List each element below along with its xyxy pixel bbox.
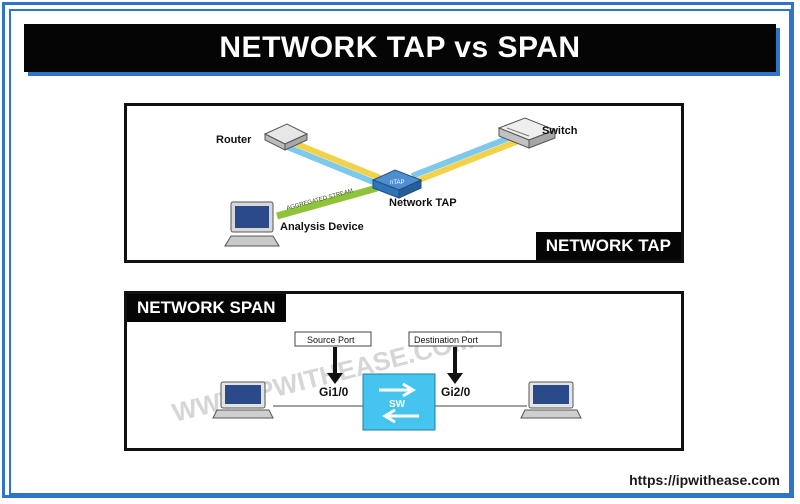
source-port-box xyxy=(294,331,372,347)
source-port-label: Source Port xyxy=(307,335,355,345)
tap-box-text: nTAP xyxy=(390,180,405,186)
destination-arrow-icon xyxy=(447,347,463,384)
span-diagram: WWW.IPWITHEASE.COM Source Port Destinati… xyxy=(169,324,582,431)
switch-to-tap-link xyxy=(410,131,523,185)
footer-url-link[interactable]: https://ipwithease.com xyxy=(629,472,780,488)
source-arrow-icon xyxy=(327,347,343,384)
network-span-badge: NETWORK SPAN xyxy=(127,294,286,322)
inner-frame xyxy=(9,9,791,495)
span-switch-icon: SW xyxy=(362,373,436,431)
router-to-tap-link xyxy=(278,135,387,189)
network-tap-icon: nTAP xyxy=(371,169,423,199)
network-tap-panel: AGGREGATED STREAM Router Switch nTAP Net… xyxy=(124,103,684,263)
span-switch-text: SW xyxy=(389,399,406,410)
switch-icon xyxy=(497,117,557,149)
outer-frame xyxy=(2,2,794,498)
left-laptop-icon xyxy=(212,381,274,419)
network-span-panel: WWW.IPWITHEASE.COM Source Port Destinati… xyxy=(124,291,684,451)
right-laptop-icon xyxy=(520,381,582,419)
aggregated-stream-link: AGGREGATED STREAM xyxy=(276,184,378,220)
tap-diagram: AGGREGATED STREAM Router Switch nTAP Net… xyxy=(216,117,578,247)
network-tap-label: Network TAP xyxy=(389,197,457,209)
destination-port-label: Destination Port xyxy=(414,335,479,345)
router-icon xyxy=(263,123,309,151)
analysis-device-icon xyxy=(224,201,280,247)
source-interface-label: Gi1/0 xyxy=(319,385,349,399)
router-label: Router xyxy=(216,134,252,146)
destination-interface-label: Gi2/0 xyxy=(441,385,471,399)
analysis-device-label: Analysis Device xyxy=(280,221,364,233)
network-tap-badge: NETWORK TAP xyxy=(535,232,681,260)
page-title: NETWORK TAP vs SPAN xyxy=(24,24,776,72)
switch-label: Switch xyxy=(542,125,578,137)
destination-port-box xyxy=(408,331,502,347)
